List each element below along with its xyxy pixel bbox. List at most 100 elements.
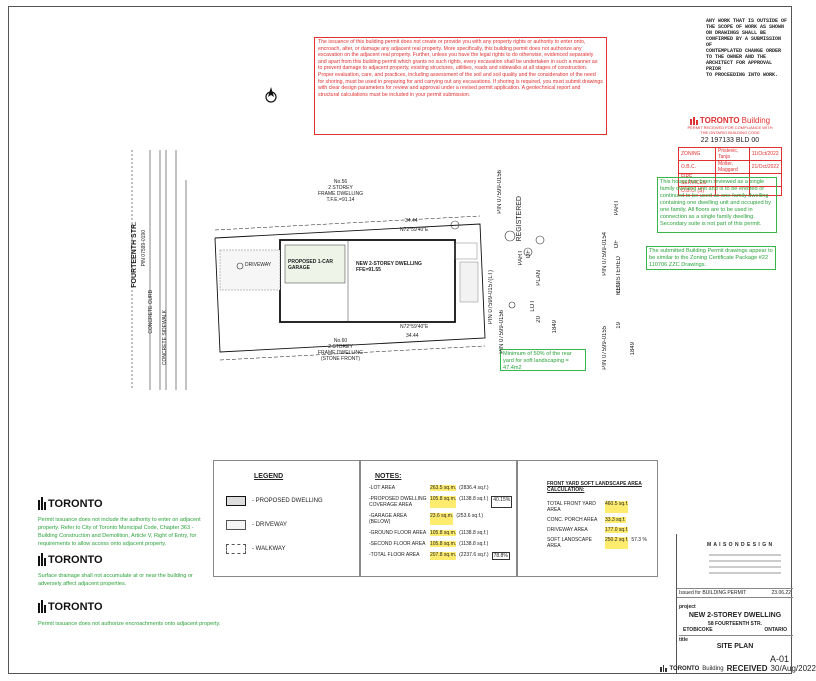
notes-label: -SECOND FLOOR AREA: [369, 541, 426, 547]
front-yard-row: SOFT LANDSCAPE AREA 250.2 sq.f.57.3 %: [547, 537, 657, 549]
front-yard-box: FRONT YARD SOFT LANDSCAPE AREA CALCULATI…: [516, 460, 658, 577]
driveway-label: DRIVEWAY: [245, 262, 272, 268]
notes-label: -LOT AREA: [369, 485, 396, 491]
plan-word: OF: [526, 250, 532, 259]
toronto-logo-icon: [38, 553, 46, 566]
notes-ft: (2836.4 sq.f.): [459, 485, 489, 491]
front-yard-label: TOTAL FRONT YARD AREA: [547, 501, 596, 513]
top-right-note: ANY WORK THAT IS OUTSIDE OF THE SCOPE OF…: [706, 18, 788, 78]
garage-line: GARAGE: [288, 265, 310, 271]
toronto-logo: TORONTO: [38, 497, 103, 510]
front-yard-title-line: FRONT YARD SOFT LANDSCAPE AREA: [547, 481, 642, 487]
project-name: NEW 2-STOREY DWELLING: [688, 612, 782, 619]
revision-row: Issued for BUILDING PERMIT 23.06.22: [677, 588, 793, 598]
front-yard-pct: 57.3 %: [631, 537, 647, 543]
notes-rows: -LOT AREA 263.5 sq.m.(2836.4 sq.f.) -PROP…: [369, 485, 517, 560]
permit-number: 22 197133 BLD 00: [700, 137, 760, 144]
note-line: THE SCOPE OF WORK AS SHOWN: [706, 24, 785, 30]
legend-item: - PROPOSED DWELLING: [226, 496, 359, 506]
stamp-cell: Pristevic, Tanja: [715, 147, 750, 161]
plan-word: LOT: [530, 300, 536, 312]
note-line: ANY WORK THAT IS OUTSIDE OF: [706, 18, 788, 24]
dwelling-line: FFE=91.55: [356, 267, 381, 273]
title-block: M A I S O N D E S I G N Issued for BUILD…: [676, 534, 793, 674]
notes-label: -GARAGE AREA (BELOW): [369, 513, 407, 525]
toronto-logo: TORONTO: [38, 600, 103, 613]
plan-word: OF: [614, 240, 620, 249]
lot-bearing: N72°59'40"E: [400, 324, 429, 330]
note-line: CONFIRMED BY A SUBMISSION OF: [706, 36, 782, 48]
notes-m2: 263.5 sq.m.: [430, 485, 457, 491]
single-family-note-text: This house has been reviewed as a single…: [660, 179, 772, 227]
title-label: title: [679, 635, 793, 643]
zoning-certificate-note: The submitted Building Permit drawings a…: [646, 246, 776, 270]
project-location: ETOBICOKE ONTARIO: [677, 627, 793, 633]
sheet-title: SITE PLAN: [716, 643, 754, 650]
stamp-cell: [748, 186, 783, 196]
stamp-cell: 11/Oct/2022: [748, 147, 783, 161]
neighbor-line: FRAME DWELLING: [318, 191, 364, 197]
front-yard-value: 250.2 sq.f.: [605, 537, 629, 549]
toronto-logo-text: TORONTO: [48, 600, 103, 613]
registered-plan-label: REGISTERED: [516, 196, 523, 242]
stamp-cell: O.B.C. (S): [678, 186, 716, 196]
landscaping-note-text: Minimum of 50% of the rear yard for soft…: [503, 351, 572, 371]
drawing-sheet-border: [8, 6, 792, 674]
notes-ft: (253.6 sq.f.): [456, 513, 484, 519]
received-stamp: TORONTO Building RECEIVED 30/Aug/2022: [660, 664, 816, 673]
notes-title: NOTES:: [375, 473, 402, 480]
neighbor-bottom-label: No.60 2 STOREY FRAME DWELLING (STONE FRO…: [318, 338, 363, 362]
plan-word: PART: [518, 250, 524, 266]
toronto-logo: TORONTO: [38, 553, 103, 566]
firm-address-lines: [709, 554, 781, 584]
legend-swatch: [226, 520, 246, 530]
notes-label: -TOTAL FLOOR AREA: [369, 552, 420, 558]
landscaping-note: Minimum of 50% of the rear yard for soft…: [500, 349, 586, 371]
front-yard-value: 460.5 sq.f.: [605, 501, 629, 513]
dwelling-label: NEW 2-STOREY DWELLING FFE=91.55: [356, 261, 422, 273]
street-lines: [131, 150, 187, 390]
notes-m2: 23.6 sq.m.: [430, 513, 454, 525]
legend-swatch: [226, 544, 246, 554]
stamp-cell: O.B.C.: [678, 160, 716, 174]
toronto-logo-icon: [660, 665, 667, 672]
neighbor-line: No.60: [333, 338, 348, 344]
firm-name: M A I S O N D E S I G N: [707, 542, 773, 548]
lot-bearing: N72°59'40"E: [400, 227, 429, 233]
plan-word: 19: [616, 322, 622, 329]
stamp-cell: Molter, Maggard: [715, 160, 750, 174]
permit-stamp: TORONTO Building PERMIT RECEIVED FOR COM…: [678, 116, 783, 196]
project-city: ETOBICOKE: [683, 627, 713, 633]
notes-ft: (2237.6 sq.f.): [459, 552, 489, 558]
notes-m2: 105.8 sq.m.: [430, 530, 457, 536]
note-line: ON DRAWINGS SHALL BE: [706, 30, 767, 36]
front-yard-value: 33.3 sq.f.: [605, 517, 626, 523]
stamp-logo: TORONTO Building: [678, 116, 782, 125]
project-address: 58 FOURTEENTH STR.: [708, 621, 762, 627]
stamp-line: THE ONTARIO BUILDING CODE: [700, 130, 760, 135]
toronto-logo-icon: [38, 497, 46, 510]
legend-label: - DRIVEWAY: [252, 521, 288, 528]
front-yard-row: TOTAL FRONT YARD AREA 460.5 sq.f.: [547, 501, 657, 513]
notes-box: NOTES: -LOT AREA 263.5 sq.m.(2836.4 sq.f.…: [360, 460, 518, 577]
registered-plan-label: REGISTERED: [616, 256, 622, 296]
toronto-logo-icon: [38, 600, 46, 613]
front-yard-label: SOFT LANDSCAPE AREA: [547, 537, 592, 549]
north-arrow-icon: [265, 87, 277, 103]
lot-boundary: [214, 215, 486, 361]
toronto-logo-text: TORONTO: [48, 553, 103, 566]
tree-symbols: [236, 220, 545, 309]
plan-number: 1849: [552, 320, 558, 334]
neighbor-line: (STONE FRONT): [320, 356, 361, 362]
stamp-logo-text: TORONTO: [699, 116, 740, 125]
plan-word: PLAN: [536, 270, 542, 286]
received-logo-sub: Building: [702, 665, 724, 672]
stamp-caption: PERMIT RECEIVED FOR COMPLIANCE WITH THE …: [678, 125, 782, 135]
pin-label: PIN 07599-0156: [499, 310, 505, 354]
pin-label: PIN 07599-0156: [497, 170, 503, 214]
neighbor-line: 2 STOREY: [328, 185, 353, 191]
plan-number: 1849: [630, 342, 636, 356]
